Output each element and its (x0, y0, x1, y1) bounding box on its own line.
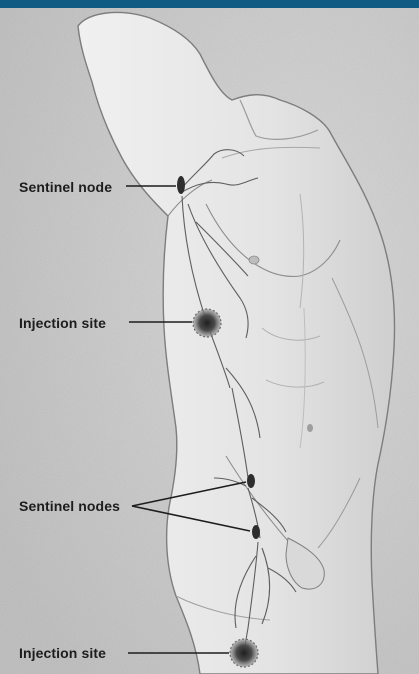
injection-site-lower-marker (230, 639, 258, 667)
label-injection-site-upper: Injection site (19, 315, 106, 331)
label-sentinel-nodes: Sentinel nodes (19, 498, 120, 514)
header-bar (0, 0, 419, 8)
injection-site-upper-marker (193, 309, 221, 337)
sentinel-node-groin (252, 525, 260, 539)
label-injection-site-lower: Injection site (19, 645, 106, 661)
sentinel-node-axilla (177, 176, 185, 194)
sentinel-node-abdomen (247, 474, 255, 488)
navel (307, 424, 313, 432)
nipple (249, 256, 259, 264)
anatomy-illustration (0, 8, 419, 674)
label-sentinel-node: Sentinel node (19, 179, 112, 195)
